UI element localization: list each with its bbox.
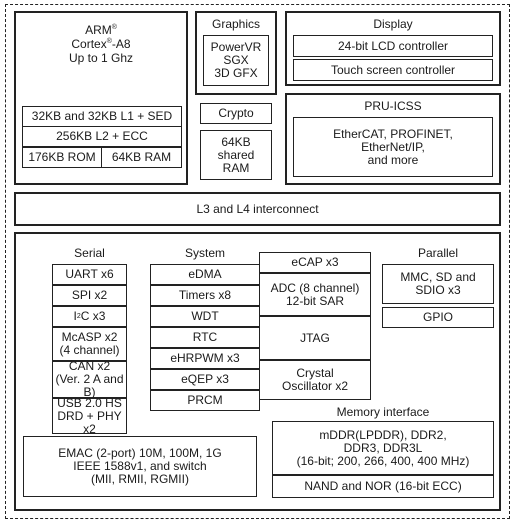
- crypto-block: Crypto: [200, 103, 272, 124]
- rtc-block: RTC: [150, 327, 260, 348]
- processor-boundary: [5, 4, 510, 519]
- interconnect-bar: L3 and L4 interconnect: [14, 192, 501, 226]
- touch-screen-controller: Touch screen controller: [293, 59, 493, 81]
- adc-block: ADC (8 channel) 12-bit SAR: [259, 273, 371, 316]
- parallel-title: Parallel: [417, 246, 459, 260]
- emac-block: EMAC (2-port) 10M, 100M, 1G IEEE 1588v1,…: [23, 436, 257, 497]
- gpio-block: GPIO: [382, 307, 494, 328]
- usb-block: USB 2.0 HS DRD + PHY x2: [52, 396, 127, 435]
- shared-ram-block: 64KB shared RAM: [200, 130, 272, 180]
- cpu-model: Cortex®-A8: [14, 38, 188, 51]
- nand-nor-block: NAND and NOR (16-bit ECC): [272, 475, 494, 498]
- serial-title: Serial: [74, 246, 105, 260]
- cpu-brand-reg-mark: ®: [111, 24, 117, 31]
- crystal-oscillator-block: Crystal Oscillator x2: [259, 360, 371, 400]
- cpu-brand-text: ARM: [85, 23, 112, 37]
- graphics-gpu-block: PowerVR SGX 3D GFX: [203, 35, 269, 86]
- cpu-model-pre: Cortex: [71, 37, 107, 51]
- memory-interface-title: Memory interface: [336, 405, 430, 419]
- i2c-rest: C x3: [80, 309, 106, 323]
- ddr-controller-block: mDDR(LPDDR), DDR2, DDR3, DDR3L (16-bit; …: [272, 421, 494, 475]
- spi-block: SPI x2: [52, 285, 127, 306]
- cpu-model-post: -A8: [111, 37, 131, 51]
- can-block: CAN x2 (Ver. 2 A and B): [52, 360, 127, 399]
- timers-block: Timers x8: [150, 285, 260, 306]
- edma-block: eDMA: [150, 264, 260, 285]
- wdt-block: WDT: [150, 306, 260, 327]
- interconnect-label: L3 and L4 interconnect: [196, 202, 319, 216]
- cpu-ram: 64KB RAM: [101, 147, 182, 168]
- i2c-base: I: [73, 309, 77, 323]
- pru-icss-title: PRU-ICSS: [364, 99, 422, 113]
- cpu-model-reg-mark: ®: [106, 38, 112, 45]
- mmc-sd-sdio-block: MMC, SD and SDIO x3: [382, 264, 494, 304]
- mcasp-block: McASP x2 (4 channel): [52, 327, 127, 361]
- jtag-block: JTAG: [259, 316, 371, 360]
- ecap-block: eCAP x3: [259, 252, 371, 273]
- pru-icss-protocols: EtherCAT, PROFINET, EtherNet/IP, and mor…: [293, 117, 493, 177]
- cpu-speed: Up to 1 Ghz: [68, 51, 134, 65]
- display-title: Display: [373, 17, 413, 31]
- cpu-rom: 176KB ROM: [22, 147, 102, 168]
- uart-block: UART x6: [52, 264, 127, 285]
- lcd-controller: 24-bit LCD controller: [293, 35, 493, 57]
- prcm-block: PRCM: [150, 390, 260, 411]
- eqep-block: eQEP x3: [150, 369, 260, 390]
- ehrpwm-block: eHRPWM x3: [150, 348, 260, 369]
- cpu-l1-cache: 32KB and 32KB L1 + SED: [22, 106, 182, 127]
- cpu-brand: ARM®: [14, 24, 188, 37]
- cpu-l2-cache: 256KB L2 + ECC: [22, 126, 182, 147]
- system-title: System: [184, 246, 225, 260]
- graphics-title: Graphics: [211, 17, 261, 31]
